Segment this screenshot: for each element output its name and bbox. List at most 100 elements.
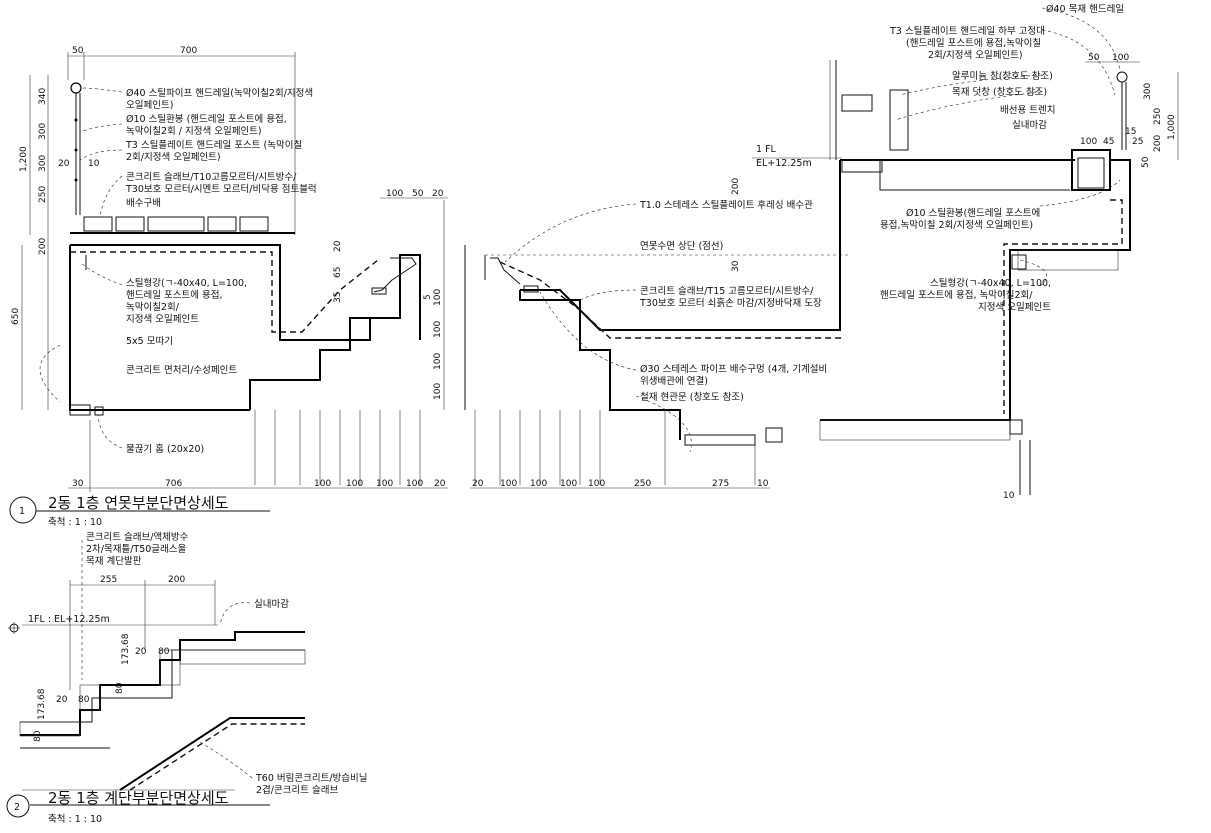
note-angle-r-3: 지정색 오일페인트 (978, 302, 1051, 313)
handrail-pipe-icon (70, 82, 82, 94)
dim-top-50: 50 (72, 46, 84, 56)
dim-s35: 35 (333, 292, 343, 303)
stair-fl-label: 1FL : EL+12.25m (28, 614, 110, 625)
note-slab-r-1: 콘크리트 슬래브/T15 고름모르터/시트방수/ (640, 286, 814, 297)
dim-m200: 200 (731, 178, 741, 195)
dim-s20: 20 (432, 189, 444, 199)
dim-b100-1: 100 (314, 479, 331, 489)
note-angle-2: 핸드레일 포스트에 용접, (126, 289, 222, 301)
dim-s50: 50 (412, 189, 424, 199)
dim-r200: 200 (1153, 135, 1163, 152)
dim-b706: 706 (165, 479, 182, 489)
note-slab-1: 콘크리트 슬래브/T10고름모르터/시트방수/ (126, 172, 297, 183)
dim-b100-3: 100 (376, 479, 393, 489)
note-post-2: 2회/지정색 오일페인트) (126, 152, 221, 163)
note-plate-1: T3 스틸플레이트 핸드레일 하부 고정대 (889, 25, 1045, 37)
section-1-scale: 축척 : 1 : 10 (48, 517, 102, 528)
section-1-right: 50 100 300 250 1,000 100 45 15 25 200 50… (752, 3, 1179, 501)
dim-650: 650 (11, 308, 21, 325)
dim-st80b: 80 (78, 695, 90, 705)
dim-r15: 15 (1125, 127, 1136, 137)
dim-top-700: 700 (180, 46, 197, 56)
dim-v100-4: 100 (433, 383, 443, 400)
dim-m100-1: 100 (500, 479, 517, 489)
section-2-scale: 축척 : 1 : 10 (48, 814, 102, 825)
note-angle-3: 녹막이칠2회/ (126, 302, 180, 313)
dim-1200: 1,200 (19, 146, 29, 172)
note-handrail-pipe-2: 오일페인트) (126, 100, 173, 111)
dim-m20: 20 (472, 479, 484, 489)
dim-m275: 275 (712, 479, 729, 489)
dim-r25: 25 (1132, 137, 1143, 147)
note-interior: 실내마감 (1012, 119, 1047, 131)
dim-st80c: 80 (115, 682, 125, 694)
dim-b100-4: 100 (406, 479, 423, 489)
dim-v100-1: 100 (433, 289, 443, 306)
note-slab-r-2: T30보호 모르터 쇠흙손 마감/지정바닥재 도장 (639, 297, 822, 309)
dim-r50: 50 (1088, 53, 1100, 63)
dim-r250: 250 (1153, 108, 1163, 125)
section-1-middle: 20 100 100 100 100 250 275 10 200 30 T1.… (464, 160, 850, 489)
dim-b100-2: 100 (346, 479, 363, 489)
dim-300b: 300 (38, 155, 48, 172)
note-round-bar-r-2: 용접,녹막이칠 2회/지정색 오일페인트) (880, 219, 1033, 231)
note-stair-2: 2차/목재틀/T50글래스울 (86, 543, 187, 555)
note-al-window: 알루미늄 창(창호도 참조) (952, 71, 1053, 82)
note-angle-1: 스틸형강(ㄱ-40x40, L=100, (126, 277, 247, 289)
note-round-bar-1: Ø10 스틸환봉 (핸드레일 포스트에 용접, (126, 113, 287, 125)
note-stair-1: 콘크리트 슬래브/액체방수 (86, 531, 189, 543)
note-slab-2: T30보호 모르터/시멘트 모르터/비닥용 점토블럭 (125, 183, 317, 195)
section-1-left: 50 700 340 300 300 250 1,200 200 650 20 … (11, 46, 448, 492)
dim-st80d: 80 (33, 730, 43, 742)
dim-r45: 45 (1103, 137, 1114, 147)
dim-r50b: 50 (1141, 156, 1151, 168)
section-1-title-block: 1 2동 1층 연못부분단면상세도 축척 : 1 : 10 (9, 494, 270, 528)
note-drain: 배수구배 (126, 198, 161, 209)
section-2-title: 2동 1층 계단부분단면상세도 (48, 789, 229, 807)
dim-v100-2: 100 (433, 321, 443, 338)
dim-st20a: 20 (135, 647, 147, 657)
dim-m10: 10 (757, 479, 769, 489)
dim-s5: 5 (423, 294, 433, 300)
dim-b30: 30 (72, 479, 84, 489)
fl-label: 1 FL (756, 144, 777, 155)
dim-v100-3: 100 (433, 353, 443, 370)
wood-rail-icon (1116, 71, 1128, 83)
note-angle-r-2: 핸드레일 포스트에 용접, 녹막이칠2회/ (880, 289, 1033, 301)
dim-20: 20 (58, 159, 70, 169)
note-stair-3: 목재 계단발판 (86, 555, 142, 567)
note-angle-4: 지정색 오일페인트 (126, 314, 199, 325)
dim-340: 340 (38, 88, 48, 105)
dim-r10: 10 (1003, 491, 1015, 501)
note-interior-2: 실내마감 (254, 598, 289, 610)
dim-m100-3: 100 (560, 479, 577, 489)
dim-st173b: 173.68 (37, 688, 47, 720)
dim-b20-1: 20 (434, 479, 446, 489)
note-steel-plate: T1.0 스테레스 스틸플레이트 후레싱 배수관 (639, 199, 813, 211)
dim-r300: 300 (1143, 83, 1153, 100)
note-t60-2: 2겹/콘크리트 슬래브 (256, 784, 338, 796)
dim-m250: 250 (634, 479, 651, 489)
note-pond-top: 연못수면 상단 (점선) (640, 240, 723, 252)
note-pipe-2: 위생배관에 연결) (640, 375, 708, 387)
dim-st200: 200 (168, 575, 185, 585)
dim-st20b: 20 (56, 695, 68, 705)
note-door: 철재 현관문 (창호도 참조) (640, 392, 744, 403)
section-1-number: 1 (19, 506, 25, 517)
dim-250: 250 (38, 186, 48, 203)
dim-s100: 100 (386, 189, 403, 199)
dim-r100b: 100 (1080, 137, 1097, 147)
note-angle-r-1: 스틸형강(ㄱ-40x40, L=100, (930, 277, 1051, 289)
note-plate-3: 2회/지정색 오일페인트) (928, 50, 1023, 61)
el-label: EL+12.25m (756, 158, 812, 169)
note-chamfer: 5x5 모따기 (126, 336, 173, 347)
dim-r100: 100 (1112, 53, 1129, 63)
note-wood-rail: Ø40 목재 핸드레일 (1046, 3, 1124, 15)
note-handrail-pipe: Ø40 스틸파이프 핸드레일(녹막이칠2회/지정색 (126, 87, 313, 99)
dim-300a: 300 (38, 123, 48, 140)
section-2-title-block: 2 2동 1층 계단부분단면상세도 축척 : 1 : 10 (6, 789, 270, 825)
dim-r1000: 1,000 (1167, 114, 1177, 140)
dim-s65: 65 (333, 267, 343, 278)
